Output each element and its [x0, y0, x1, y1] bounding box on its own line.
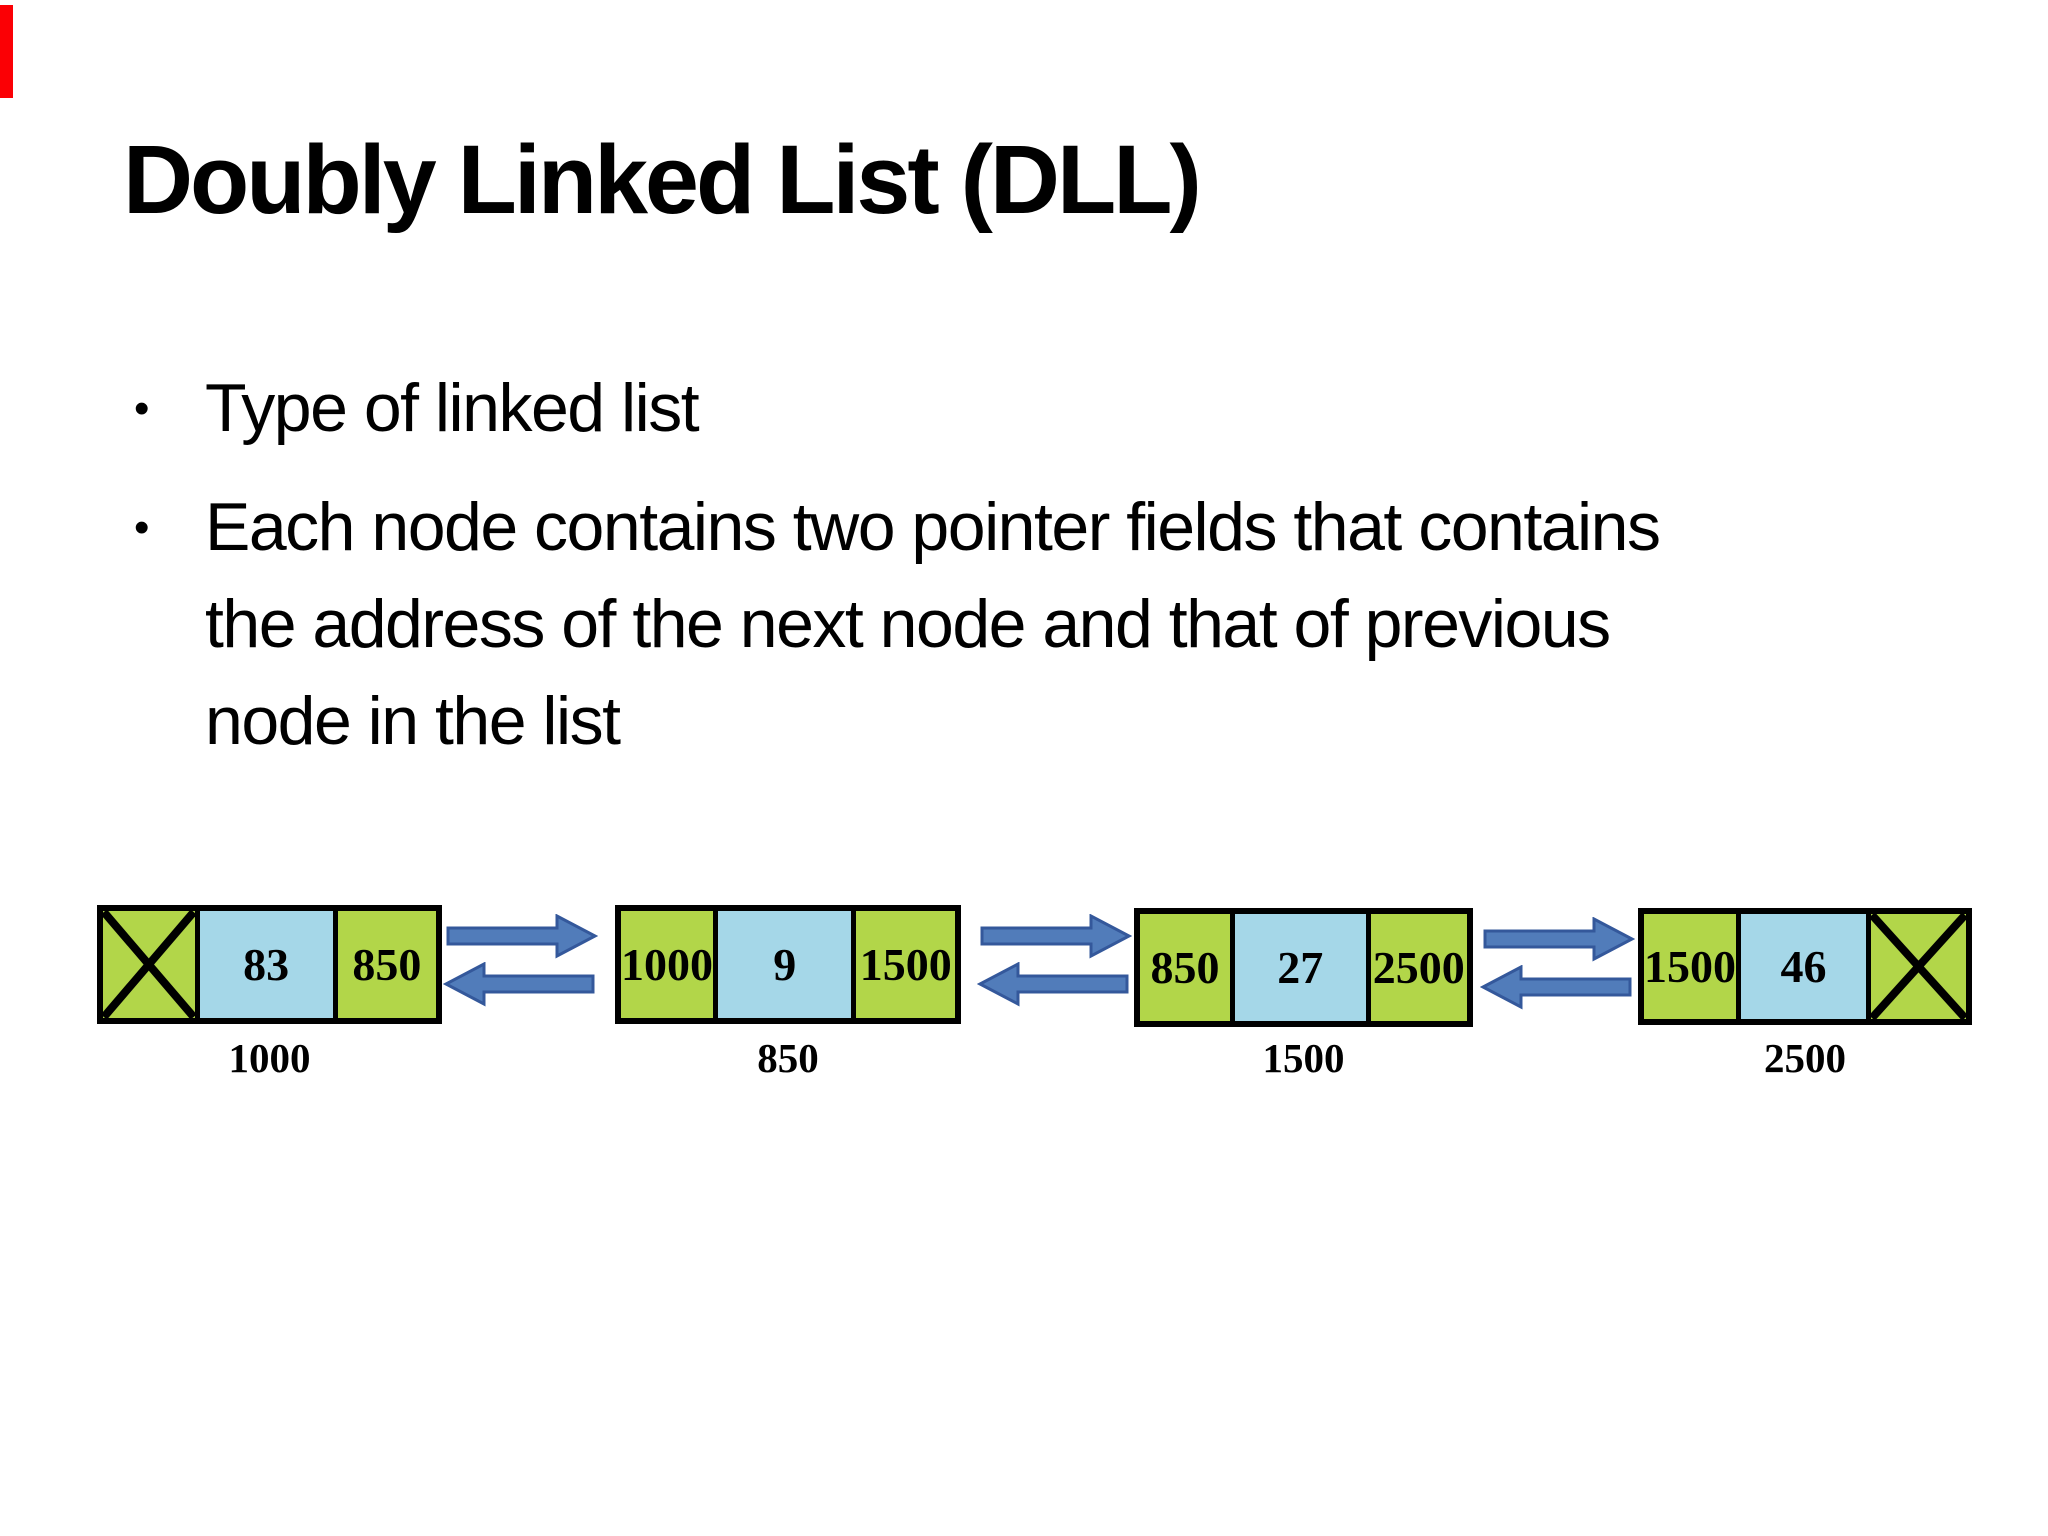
null-next-pointer-cell [1871, 914, 1966, 1019]
node-address-label: 1000 [228, 1035, 311, 1081]
bullet-text-line: the address of the next node and that of… [205, 586, 1611, 662]
prev-arrow-icon [1480, 965, 1632, 1010]
bullet-icon: • [134, 503, 150, 552]
prev-arrow-icon [443, 962, 595, 1007]
bullet-text-line: Type of linked list [205, 370, 700, 446]
null-prev-pointer-cell [103, 911, 195, 1018]
data-cell: 46 [1741, 914, 1867, 1019]
next-arrow-icon [446, 914, 598, 959]
bullet-text-line: Each node contains two pointer fields th… [205, 489, 1661, 565]
dll-node: 850 27 2500 [1134, 908, 1473, 1027]
dll-node: 83 850 [97, 905, 442, 1024]
bullet-item: • Each node contains two pointer fields … [132, 479, 1932, 770]
node-address-label: 1500 [1262, 1035, 1345, 1081]
next-pointer-cell: 850 [337, 911, 436, 1018]
prev-pointer-cell: 1000 [621, 911, 713, 1018]
prev-pointer-cell: 1500 [1644, 914, 1736, 1019]
bullet-text-line: node in the list [205, 683, 621, 759]
page-title: Doubly Linked List (DLL) [123, 125, 1202, 234]
node-address-label: 2500 [1764, 1035, 1846, 1081]
next-arrow-icon [1483, 917, 1635, 962]
data-cell: 9 [718, 911, 852, 1018]
next-arrow-icon [980, 914, 1132, 959]
prev-arrow-icon [977, 962, 1129, 1007]
bullet-icon: • [134, 384, 150, 433]
next-pointer-cell: 1500 [856, 911, 955, 1018]
data-cell: 83 [199, 911, 333, 1018]
next-pointer-cell: 2500 [1370, 914, 1467, 1021]
node-address-label: 850 [757, 1035, 819, 1081]
dll-node: 1000 9 1500 [615, 905, 961, 1024]
prev-pointer-cell: 850 [1140, 914, 1230, 1021]
accent-bar [0, 5, 13, 98]
null-x-icon [103, 911, 195, 1018]
bullet-item: • Type of linked list [132, 360, 1932, 457]
null-x-icon [1871, 914, 1966, 1019]
data-cell: 27 [1234, 914, 1366, 1021]
dll-node: 1500 46 [1638, 908, 1972, 1025]
